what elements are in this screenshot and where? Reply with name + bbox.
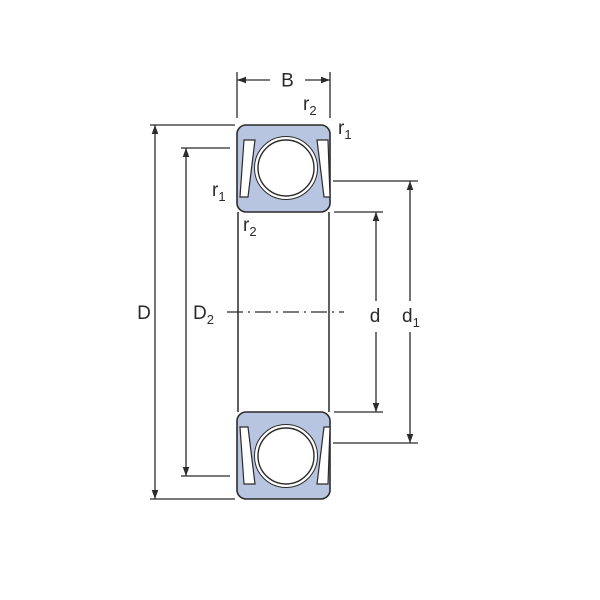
width-label: B	[281, 71, 294, 92]
d-bore-arrow-top	[372, 212, 380, 221]
top-ball	[257, 139, 315, 197]
bottom-shield-left	[239, 426, 256, 485]
chamfer-r1-top-right-label: r1	[338, 118, 352, 142]
d2-arrow-bottom	[182, 467, 190, 476]
bore-silhouette	[237, 212, 330, 412]
shoulder-diameter-label: d1	[402, 306, 420, 330]
dimension-bore-diameter-d: d	[334, 211, 383, 413]
d1-arrow-top	[406, 181, 414, 190]
chamfer-r2-bottom-left-label: r2	[243, 215, 257, 239]
chamfer-r2-top-label: r2	[303, 94, 317, 118]
outer-diameter-label: D	[137, 303, 151, 324]
bottom-ball	[257, 427, 315, 485]
dimension-recess-diameter-D2: D2	[181, 147, 230, 477]
dimension-width-B: B	[236, 71, 331, 118]
d-bore-arrow-bottom	[372, 403, 380, 412]
bottom-shield-right	[316, 426, 331, 485]
bearing-top-section	[236, 124, 331, 213]
d-outer-arrow-top	[151, 125, 159, 134]
chamfer-r1-left-label: r1	[212, 180, 226, 204]
dimension-shoulder-diameter-d1: d1	[333, 180, 420, 444]
recess-diameter-label: D2	[193, 303, 214, 327]
bearing-bottom-section	[236, 411, 331, 500]
d2-arrow-top	[182, 148, 190, 157]
dimension-outer-diameter-D: D	[137, 124, 235, 500]
top-shield-right	[316, 139, 331, 198]
d-outer-arrow-bottom	[151, 490, 159, 499]
b-arrow-right	[321, 76, 330, 84]
top-shield-left	[239, 139, 256, 198]
d1-arrow-bottom	[406, 434, 414, 443]
b-arrow-left	[237, 76, 246, 84]
chamfer-labels: r2 r1 r1 r2	[212, 94, 352, 239]
bore-diameter-label: d	[370, 306, 381, 327]
